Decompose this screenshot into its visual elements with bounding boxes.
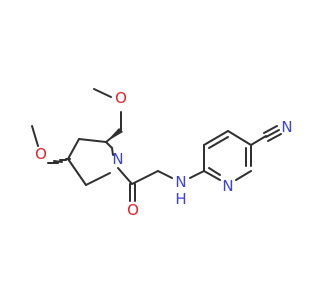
atom-n-amide: N: [112, 150, 123, 168]
acetamide-linker: O N H: [117, 167, 205, 219]
atom-n-pyridine: N: [222, 177, 233, 195]
bond-py-c3-c4-inner: [208, 136, 229, 149]
bond-py-c4-c5: [227, 130, 252, 146]
bond-py-n-c2: [203, 170, 221, 181]
bond-c4-o-hash-3: [53, 160, 63, 163]
bond-py-c5-nitrile-c: [250, 135, 267, 146]
atom-h-amine: H: [175, 190, 186, 208]
bond-nh-to-pyridine: [189, 170, 205, 179]
pyrrolidine-ring: N: [67, 128, 124, 186]
bond-c4-c5: [67, 158, 87, 186]
bond-py-c3-c4: [203, 130, 229, 146]
wedge-c2-methoxymethyl: [106, 128, 123, 142]
bond-py-n-c2-inner: [208, 167, 221, 176]
bond-methyl-to-o: [93, 88, 112, 98]
bond-c3-c4: [67, 138, 80, 160]
bond-ch2-to-nh: [157, 170, 173, 179]
bond-o-to-methyl-ring: [31, 125, 39, 147]
atom-n-nitrile: N: [281, 118, 292, 136]
nitrile-group: N: [250, 118, 293, 146]
methoxymethyl-group: O: [93, 88, 127, 143]
atom-o-carbonyl: O: [127, 201, 139, 219]
atom-n-amine: N: [175, 173, 186, 191]
bond-carbonyl-c-ch2: [131, 170, 159, 185]
bond-n1-c2-lower: [111, 147, 114, 156]
pyridine-ring: N: [203, 130, 252, 195]
bond-c2-c3: [78, 138, 107, 143]
bond-triple-1: [263, 125, 278, 134]
bond-triple-2: [265, 129, 280, 138]
bond-c5-n1: [85, 172, 111, 186]
bond-n1-c2: [105, 141, 113, 149]
bond-py-c6-n: [235, 170, 252, 181]
atom-o-ring-methoxy: O: [35, 145, 47, 163]
ring-methoxy-group: O: [31, 125, 71, 164]
structure-canvas: O N O O N H: [31, 88, 293, 219]
bond-triple-3: [267, 133, 282, 142]
atom-o-methoxymethyl: O: [115, 89, 127, 107]
bond-n1-carbonyl-c: [117, 167, 133, 185]
